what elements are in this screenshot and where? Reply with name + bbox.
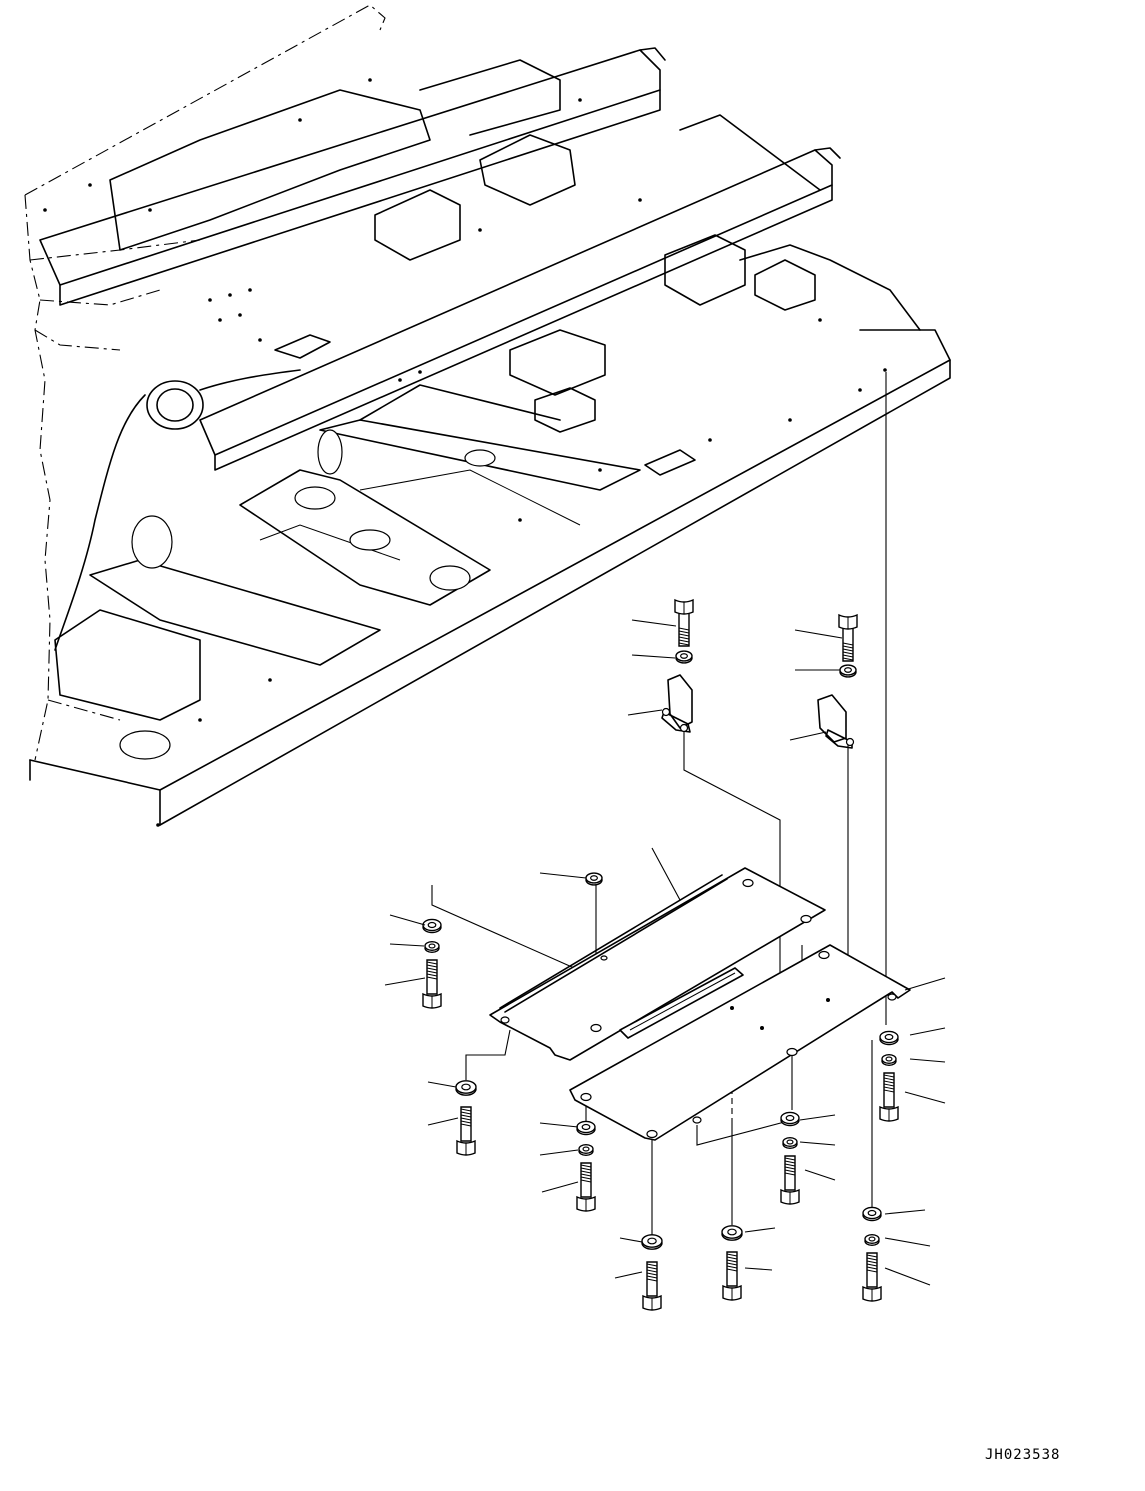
washer-top-left [676,651,692,663]
bolt-bottom-2 [723,1252,741,1300]
callout-leader-18 [910,1059,945,1062]
bracket-right [818,695,854,748]
bolt-top-right [839,615,857,661]
washer-top-right [840,665,856,677]
callout-leader-14 [540,1123,578,1127]
washer-left-2 [425,942,439,953]
bolt-mid [577,1163,595,1211]
center-strip [620,968,743,1038]
callout-leader-23 [885,1210,925,1214]
fastener-group [423,600,898,1310]
callout-leader-2 [632,655,675,658]
callout-leader-28 [745,1228,775,1232]
callout-leader-1 [632,620,676,626]
callout-leader-30 [905,978,945,990]
washer-right-3 [781,1112,799,1125]
washer-right-1 [880,1031,898,1044]
bolt-top-left [675,600,693,646]
callout-leader-16 [542,1182,578,1192]
callout-leader-12 [428,1082,456,1087]
drawing-id-label: JH023538 [985,1447,1061,1463]
washer-bottom-4 [865,1235,879,1246]
callout-leader-24 [885,1238,930,1246]
callout-leader-22 [805,1170,835,1180]
callout-leader-20 [800,1115,835,1120]
washer-bottom-3 [863,1207,881,1220]
bolt-left-lower [457,1107,475,1155]
callout-leader-29 [745,1268,772,1270]
washer-mid-2 [579,1145,593,1156]
callout-leader-8 [652,848,680,900]
cover-plate-lower [570,945,910,1140]
washer-bottom-2 [722,1226,742,1240]
callout-leader-27 [615,1272,642,1278]
washer-mid-1 [577,1121,595,1134]
callout-leader-6 [790,732,826,740]
callout-leader-9 [390,915,425,925]
washer-left-1 [423,919,441,932]
callout-leader-4 [795,630,842,638]
bolt-bottom-3 [863,1253,881,1301]
callout-leader-13 [428,1118,458,1125]
callout-leader-3 [628,710,662,715]
callout-leader-25 [885,1268,930,1285]
callout-leader-group [385,620,945,1285]
callout-leader-7 [540,873,586,878]
callout-leader-15 [540,1150,578,1155]
bolt-left [423,960,441,1008]
bolt-right-mid [781,1156,799,1204]
callout-leader-19 [905,1092,945,1103]
bracket-left [662,675,692,732]
bolt-bottom-1 [643,1262,661,1310]
callout-leader-26 [620,1238,642,1242]
washer-plate-top [586,873,602,885]
cover-plate-upper [490,868,825,1060]
machine-frame [25,5,950,827]
callout-leader-17 [910,1028,945,1035]
washer-right-4 [783,1138,797,1149]
washer-right-2 [882,1055,896,1066]
callout-leader-10 [390,944,424,946]
frame-fastener-dots [43,78,887,827]
washer-bottom-1 [642,1235,662,1249]
washer-left-3 [456,1081,476,1095]
callout-leader-11 [385,978,425,985]
bolt-right [880,1073,898,1121]
callout-leader-21 [800,1142,835,1145]
